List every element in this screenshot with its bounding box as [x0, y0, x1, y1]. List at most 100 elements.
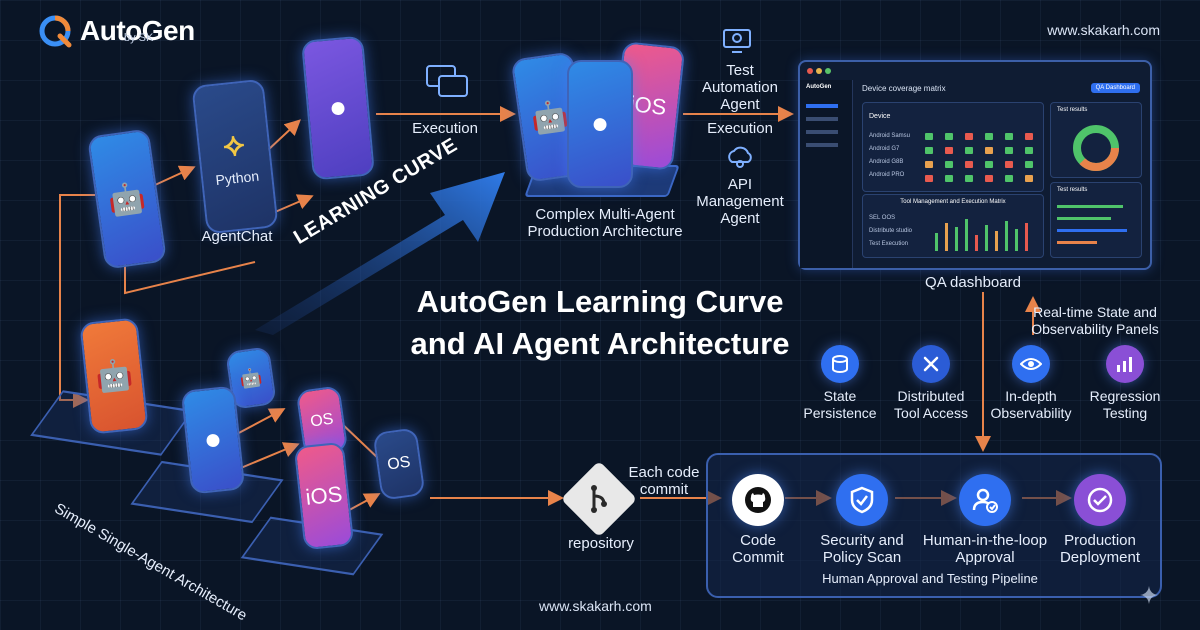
feature-line2: Tool Access: [894, 405, 968, 421]
device-row: Android G7: [869, 146, 900, 152]
qa-dashboard-caption: QA dashboard: [925, 274, 1021, 291]
python-label: Python: [214, 167, 260, 189]
pipeline-line1: Human-in-the-loop: [922, 532, 1048, 549]
git-branch-icon: [591, 485, 607, 513]
android-phone-simple: 🤖: [79, 317, 149, 435]
dashboard-brand: AutoGen: [806, 84, 832, 90]
sidebar-item[interactable]: [806, 104, 838, 108]
each-commit-line2: commit: [639, 481, 689, 498]
device-row: Android G8B: [869, 159, 904, 165]
apple-phone-simple: ●: [180, 385, 246, 495]
device-status-grid: [925, 133, 1033, 182]
tool-matrix-panel: Tool Management and Execution Matrix SEL…: [862, 194, 1044, 258]
sidebar-menu: [806, 104, 846, 147]
test-agent-line3: Agent: [720, 96, 760, 113]
tool-list: SEL OOS Distribute studio Test Execution: [869, 215, 912, 247]
tool-row: SEL OOS: [869, 215, 896, 221]
android-icon: 🤖: [529, 98, 571, 136]
pipeline-step-code-commit: [732, 474, 784, 526]
pipeline-label-deployment: Production Deployment: [1052, 532, 1148, 566]
brand-name: AutoGen: [80, 15, 195, 46]
feature-line2: Testing: [1102, 405, 1148, 421]
eye-icon: [1012, 345, 1050, 383]
database-icon: [821, 345, 859, 383]
device-row: Android Samsu: [869, 133, 911, 139]
brand-byline: by SK: [124, 32, 154, 44]
android-icon: 🤖: [238, 366, 264, 389]
feature-line1: Distributed: [897, 388, 965, 404]
complex-label-line1: Complex Multi-Agent: [535, 206, 675, 223]
apple-icon: ●: [327, 90, 349, 125]
complex-label: Complex Multi-Agent Production Architect…: [515, 206, 695, 240]
each-commit-label: Each code commit: [622, 464, 706, 498]
sidebar-item[interactable]: [806, 117, 838, 121]
api-agent-line3: Agent: [720, 210, 760, 227]
ios-label: iOS: [304, 481, 344, 510]
site-url-bottom[interactable]: www.skakarh.com: [539, 598, 652, 614]
sparkle-icon: [1140, 586, 1158, 604]
python-phone: ⟡ Python: [191, 78, 279, 235]
observability-line2: Observability Panels: [1031, 321, 1159, 337]
test-results-panel: Test results: [1050, 102, 1142, 178]
api-management-agent-label: API Management Agent: [690, 176, 790, 227]
ios-label: iOS: [628, 91, 668, 120]
test-automation-agent-label: Test Automation Agent: [695, 62, 785, 113]
apple-phone: ●: [301, 35, 375, 181]
apple-icon: ●: [202, 422, 224, 457]
check-circle-icon: [1074, 474, 1126, 526]
test-results-donut: [1073, 125, 1119, 171]
pipeline-line1: Security and: [820, 532, 904, 549]
main-title: AutoGen Learning Curve and AI Agent Arch…: [380, 281, 820, 365]
qa-dashboard-button[interactable]: QA Dashboard: [1090, 83, 1140, 93]
main-title-line2: and AI Agent Architecture: [410, 326, 790, 361]
execution-right-label: Execution: [707, 120, 773, 137]
pipeline-line2: Policy Scan: [822, 549, 902, 566]
sidebar-item[interactable]: [806, 143, 838, 147]
tools-icon: [912, 345, 950, 383]
feature-line1: In-depth: [1005, 388, 1057, 404]
api-agent-line1: API: [727, 176, 753, 193]
device-list: Android Samsu Android G7 Android G8B And…: [869, 133, 910, 178]
dashboard-sidebar: AutoGen: [800, 80, 853, 268]
progress-bar: [1057, 241, 1097, 244]
cloud-gear-icon: [728, 146, 752, 168]
autogen-logo-icon: [39, 15, 72, 48]
progress-bar: [1057, 205, 1123, 208]
dashboard-title: Device coverage matrix: [862, 84, 946, 93]
api-agent-line2: Management: [696, 193, 784, 210]
pipeline-caption: Human Approval and Testing Pipeline: [822, 571, 1038, 586]
os-card-2: OS: [372, 427, 426, 501]
pipeline-label-code-commit: Code Commit: [712, 532, 804, 566]
repository-label: repository: [568, 535, 634, 552]
execution-left-label: Execution: [412, 120, 478, 137]
android-icon: 🤖: [93, 357, 135, 395]
device-header: Device: [869, 113, 891, 120]
test-agent-line2: Automation: [702, 79, 778, 96]
user-check-icon: [959, 474, 1011, 526]
each-commit-line1: Each code: [628, 464, 700, 481]
chat-icon: [426, 65, 468, 97]
pipeline-line2: Deployment: [1059, 549, 1141, 566]
pipeline-label-approval: Human-in-the-loop Approval: [918, 532, 1052, 566]
pipeline-step-security: [836, 474, 888, 526]
site-url-top[interactable]: www.skakarh.com: [1047, 22, 1160, 38]
android-icon: 🤖: [106, 180, 148, 218]
learning-curve-arrow: [255, 172, 505, 335]
window-dots: [807, 68, 831, 74]
main-title-line1: AutoGen Learning Curve: [416, 284, 784, 319]
feature-line2: Persistence: [803, 405, 877, 421]
apple-icon: ●: [590, 107, 610, 140]
tool-bar-chart: [935, 219, 1028, 251]
pipeline-line1: Production: [1064, 532, 1136, 549]
progress-bar: [1057, 229, 1127, 232]
observability-label: Real-time State and Observability Panels: [1030, 304, 1160, 338]
sidebar-item[interactable]: [806, 130, 838, 134]
pipeline-line2: Commit: [732, 549, 784, 566]
ios-phone-simple: iOS: [293, 441, 355, 551]
test-results-panel-2: Test results: [1050, 182, 1142, 258]
pipeline-step-approval: [959, 474, 1011, 526]
